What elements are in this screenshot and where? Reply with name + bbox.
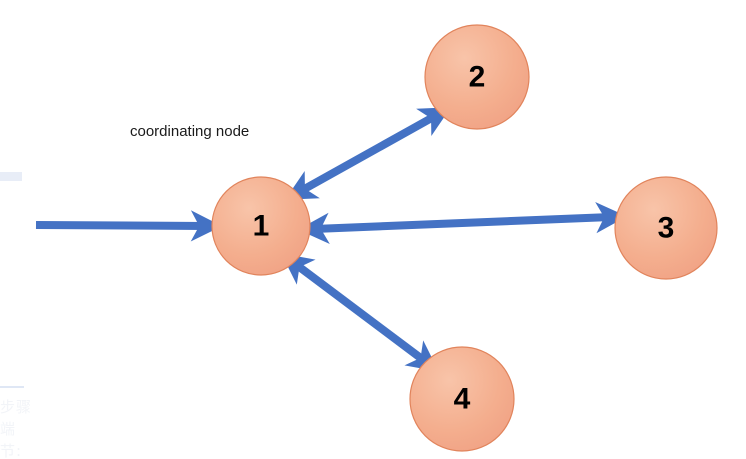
edge-node1-node4	[281, 253, 439, 372]
edge-inbound-request	[35, 210, 222, 242]
edge-node1-node3	[298, 202, 627, 244]
node-2[interactable]: 2	[424, 24, 530, 130]
edge-artifact-top-left	[0, 172, 22, 181]
node-2-label: 2	[469, 61, 486, 94]
node-3-circle[interactable]	[614, 176, 718, 280]
coordinating-node-caption: coordinating node	[130, 123, 249, 140]
node-1[interactable]: 1	[211, 176, 311, 276]
node-1-label: 1	[253, 210, 270, 243]
node-3-label: 3	[658, 212, 675, 245]
node-4[interactable]: 4	[409, 346, 515, 452]
annotations-layer: coordinating node	[130, 123, 249, 140]
node-2-circle[interactable]	[424, 24, 530, 130]
edge-artifact-bottom-text: 步骤 端 节:	[0, 398, 33, 459]
node-4-circle[interactable]	[409, 346, 515, 452]
node-3[interactable]: 3	[614, 176, 718, 280]
edges-layer	[35, 107, 627, 372]
edge-node1-node2	[285, 107, 451, 200]
node-4-label: 4	[454, 383, 471, 416]
nodes-layer: 1 2 3 4	[211, 24, 718, 452]
node-1-circle[interactable]	[211, 176, 311, 276]
edge-artifact-bottom-line	[0, 386, 24, 388]
